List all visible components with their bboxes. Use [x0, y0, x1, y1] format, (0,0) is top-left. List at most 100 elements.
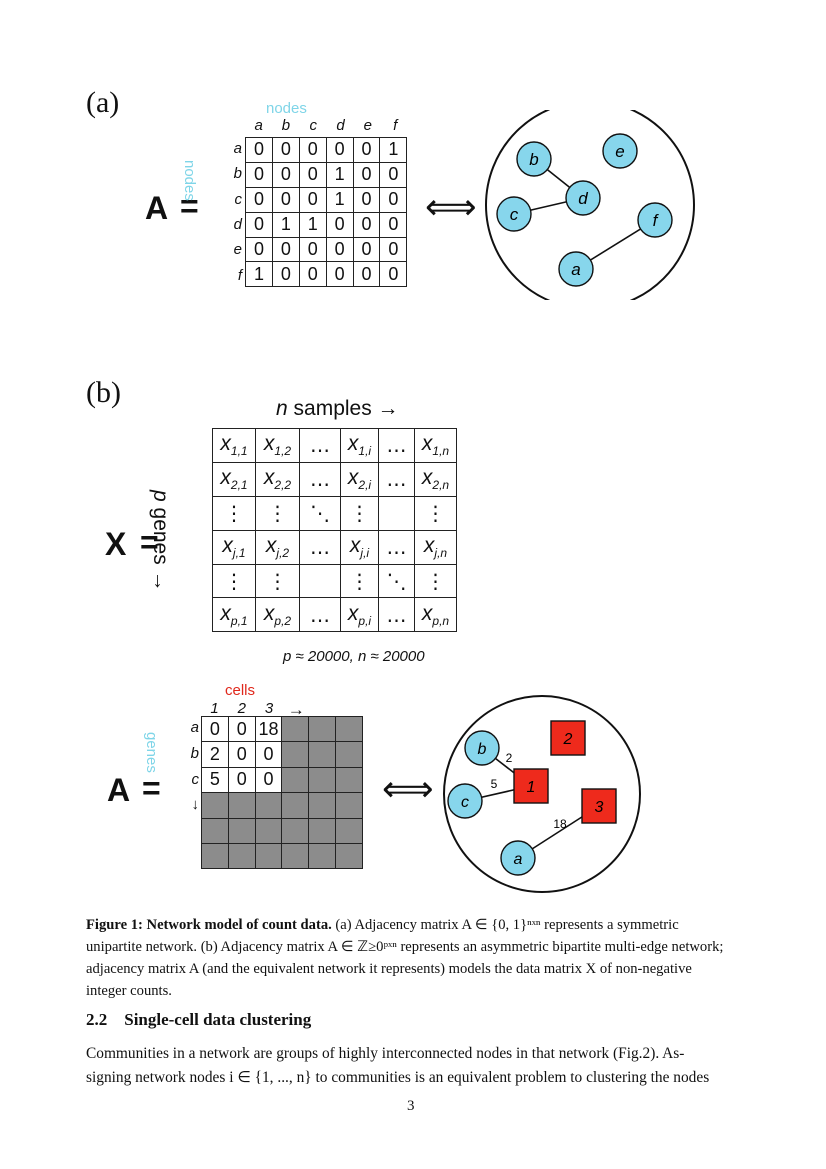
x-matrix-cell: xj,1: [212, 529, 256, 565]
x-matrix-cell: ⋮: [414, 563, 457, 599]
matrix-cell: 0: [352, 236, 381, 263]
cell-node-3: [581, 788, 617, 824]
x-matrix-cell: …: [299, 597, 341, 633]
x-matrix-cell: x2,2: [255, 461, 300, 497]
x-matrix-cell: …: [378, 461, 415, 497]
adjacency-cell: 0: [227, 715, 256, 743]
unfilled-cell: [201, 817, 229, 844]
gene-node-label-c: c: [461, 794, 469, 811]
x-matrix-cell: xp,2: [255, 597, 300, 633]
equivalence-arrow-b: ⟺: [382, 768, 434, 809]
matrix-cell: 0: [352, 161, 381, 188]
x-matrix-cell: ⋮: [340, 563, 379, 599]
gene-node-c: [447, 783, 483, 819]
gene-row-label: ↓: [191, 796, 200, 814]
adjacency-cell: 0: [201, 715, 229, 743]
node-label-c: c: [510, 205, 519, 224]
matrix-cell: 0: [352, 261, 381, 288]
genes-var: p: [149, 490, 172, 502]
figure-caption: Figure 1: Network model of count data. (…: [86, 914, 742, 1002]
unfilled-cell: [308, 842, 336, 870]
matrix-cell: 0: [245, 137, 273, 163]
x-matrix-cell: …: [378, 597, 415, 633]
unfilled-cell: [308, 792, 336, 819]
node-f: [637, 202, 673, 238]
unfilled-cell: [334, 842, 363, 870]
body-paragraph: Communities in a network are groups of h…: [86, 1042, 742, 1090]
edge-weight: 2: [506, 751, 513, 765]
unfilled-cell: [227, 817, 256, 844]
node-e: [602, 133, 638, 169]
column-label-f: f: [393, 117, 398, 134]
edge-weight: 5: [491, 777, 498, 791]
cell-node-label-3: 3: [595, 799, 604, 816]
unfilled-cell: [281, 766, 310, 794]
x-matrix-cell: …: [378, 428, 415, 463]
matrix-cell: 1: [245, 261, 273, 288]
x-matrix-cell: xj,i: [340, 529, 379, 565]
x-matrix-cell: …: [299, 461, 341, 497]
unfilled-cell: [254, 817, 283, 844]
unfilled-cell: [227, 792, 256, 819]
unfilled-cell: [334, 766, 363, 794]
dimensions-note: p ≈ 20000, n ≈ 20000: [283, 648, 425, 665]
cell-column-label: 1: [210, 700, 219, 717]
cell-node-label-1: 1: [527, 779, 536, 796]
matrix-cell: 0: [298, 137, 327, 163]
x-matrix-cell: x1,1: [212, 428, 256, 463]
adjacency-cell: 18: [254, 715, 283, 743]
matrix-cell: 0: [245, 161, 273, 188]
unfilled-cell: [281, 715, 310, 743]
unfilled-cell: [254, 842, 283, 870]
matrix-cell: 0: [352, 211, 381, 238]
gene-node-label-a: a: [514, 851, 523, 868]
unfilled-cell: [281, 842, 310, 870]
matrix-cell: 0: [271, 186, 300, 213]
samples-title: n samples →: [276, 397, 399, 421]
x-matrix-cell: ⋮: [255, 495, 300, 531]
matrix-cell: 0: [379, 236, 408, 263]
x-matrix-cell: xj,n: [414, 529, 457, 565]
node-label-b: b: [529, 150, 538, 169]
matrix-cell: 0: [325, 236, 354, 263]
x-matrix-cell: ⋮: [340, 495, 379, 531]
gene-row-label: a: [190, 719, 199, 736]
x-matrix-cell: x2,1: [212, 461, 256, 497]
unfilled-cell: [334, 741, 363, 768]
caption-line-4: integer counts.: [86, 983, 172, 999]
unfilled-cell: [308, 741, 336, 768]
x-matrix-cell: x2,n: [414, 461, 457, 497]
adjacency-cell: 2: [201, 741, 229, 768]
body-line-2: signing network nodes i ∈ {1, ..., n} to…: [86, 1069, 710, 1086]
matrix-cell: 0: [325, 137, 354, 163]
unfilled-cell: [308, 817, 336, 844]
unfilled-cell: [308, 715, 336, 743]
unfilled-cell: [201, 792, 229, 819]
unfilled-cell: [334, 792, 363, 819]
gene-node-b: [464, 730, 500, 766]
adjacency-cell: 5: [201, 766, 229, 794]
unfilled-cell: [334, 715, 363, 743]
row-label-a: a: [233, 140, 242, 157]
adjacency-cell: 0: [227, 741, 256, 768]
x-matrix-cell: x1,2: [255, 428, 300, 463]
unfilled-cell: [334, 817, 363, 844]
node-label-a: a: [571, 260, 580, 279]
x-matrix-cell: [378, 495, 415, 531]
gene-node-label-b: b: [478, 741, 487, 758]
matrix-a-bipartite-symbol: A: [107, 772, 131, 808]
matrix-cell: 0: [245, 186, 273, 213]
equals-sign-b: =: [142, 770, 161, 806]
matrix-cell: 0: [271, 137, 300, 163]
matrix-a-symbol: A: [145, 190, 169, 226]
matrix-cell: 0: [298, 161, 327, 188]
matrix-cell: 1: [379, 137, 408, 163]
gene-row-label: c: [191, 770, 200, 788]
nodes-column-title: nodes: [266, 100, 307, 117]
gene-row-label: b: [190, 744, 199, 762]
equals-sign-x: =: [140, 524, 159, 560]
